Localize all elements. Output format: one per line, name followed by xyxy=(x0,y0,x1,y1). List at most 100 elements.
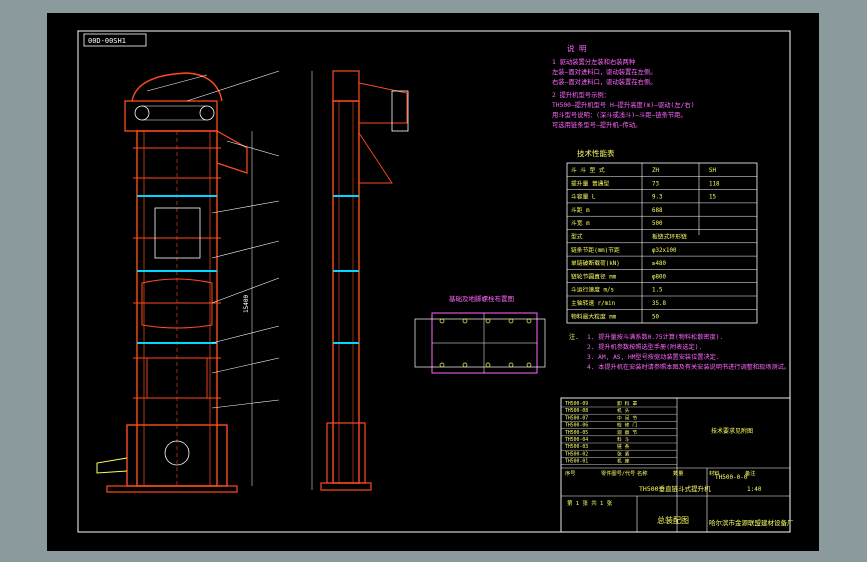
title-block-header: 零件图号/代号 xyxy=(601,469,635,477)
part-code: TH500-09 xyxy=(565,401,588,407)
detail-view-title: 基础及地脚螺栓布置图 xyxy=(449,294,514,303)
detail-view xyxy=(414,312,546,374)
part-name: 机 座 xyxy=(617,458,630,465)
remarks-line-3: 3. AM, AS, HM型号按驱动装置安装位置决定. xyxy=(587,353,720,361)
tech-table-cell: 链条节距(mm)节距 xyxy=(571,246,620,254)
code-box xyxy=(83,33,147,47)
notes-block: 说 明 1 驱动装置分左装和右装两种 左装—面对进料口，驱动装置在左侧。 右装—… xyxy=(552,43,695,129)
drawing-canvas[interactable]: 00D-00SH1 xyxy=(47,13,819,551)
side-view-bands xyxy=(333,195,359,344)
notes-title: 说 明 xyxy=(567,43,587,53)
tech-table-cell: 15 xyxy=(709,195,716,201)
anchor-bolt-icon xyxy=(526,362,532,368)
tech-table-title: 技术性能表 xyxy=(577,148,615,158)
tech-table-cell: φ800 xyxy=(652,274,666,280)
title-block-header: 名称 xyxy=(637,469,647,477)
front-view-elevator xyxy=(96,72,248,493)
anchor-bolt-icon xyxy=(508,362,514,368)
part-name: 卸 料 罩 xyxy=(617,400,637,407)
part-code: TH500-03 xyxy=(565,444,588,450)
anchor-bolt-icon xyxy=(439,318,445,324)
tech-table-cell: 斗宽 m xyxy=(571,219,590,227)
tech-table: 斗 斗 型 式 ZH SH 提升量 普通型 73 118 斗容量 L 9.3 15 斗距 m 688… xyxy=(566,162,758,324)
remarks-line-2: 2. 提升机参数按照选型手册(附表选定). xyxy=(587,343,702,351)
notes-line-7: 可选用链条型号—提升机—传动。 xyxy=(552,120,641,129)
tech-table-cell: 板链式环形链 xyxy=(652,233,687,241)
tech-table-cell: 1.5 xyxy=(652,288,663,294)
tech-table-cell: 型式 xyxy=(571,233,583,241)
anchor-bolt-icon xyxy=(508,318,514,324)
front-dimension-text: 15400 xyxy=(243,295,250,313)
tech-table-cell: 73 xyxy=(652,181,659,187)
anchor-bolt-icon xyxy=(439,362,445,368)
title-block-header: 备注 xyxy=(745,469,755,477)
tech-table-cell: 斗 斗 型 式 xyxy=(571,166,605,174)
part-code: TH500-04 xyxy=(565,437,588,443)
part-name: 中 间 节 xyxy=(617,414,637,421)
anchor-bolt-icon xyxy=(485,318,491,324)
anchor-bolt-icon xyxy=(526,318,532,324)
remarks-line-1: 1. 提升量按斗满系数0.75计算(物料松散密度). xyxy=(587,333,723,341)
part-name: 检 修 门 xyxy=(617,422,637,429)
tech-table-cell: 提升量 普通型 xyxy=(571,179,609,187)
sheet-label: 第 1 张 共 1 张 xyxy=(567,499,613,507)
anchor-bolt-icon xyxy=(462,362,468,368)
notes-line-6: 用斗型号说明：(深斗或浅斗)—斗距—链条节距。 xyxy=(552,110,687,119)
side-view-elevator xyxy=(320,70,409,491)
part-code: TH500-07 xyxy=(565,415,588,421)
part-name: 机 头 xyxy=(617,407,630,414)
front-view-bands xyxy=(137,195,217,344)
notes-line-2: 左装—面对进料口，驱动装置在左侧。 xyxy=(552,67,657,76)
part-name: 链 条 xyxy=(617,443,630,450)
tech-table-cell: φ32x100 xyxy=(652,248,677,254)
tech-table-cell: 688 xyxy=(652,208,663,214)
tech-table-cell: 物料最大粒度 mm xyxy=(571,312,617,320)
scale: 1:40 xyxy=(747,486,762,493)
right-note: 技术要求见附图 xyxy=(711,427,753,435)
tech-table-cell: 50 xyxy=(652,314,659,320)
remarks-line-4: 4. 本提升机在安装时请参照本图及有关安装说明书进行调整和现场测试。 xyxy=(587,363,790,371)
company-name: 哈尔滨市金源联盟建材设备厂 xyxy=(709,518,794,527)
title-block-header: 数量 xyxy=(673,469,683,477)
code-box-text: 00D-00SH1 xyxy=(88,37,126,45)
tech-table-cell: 单链破断载荷(kN) xyxy=(571,259,620,267)
remarks-label: 注. xyxy=(569,333,579,341)
anchor-bolt-icon xyxy=(485,362,491,368)
tech-table-cell: 500 xyxy=(652,221,663,227)
part-name: 料 斗 xyxy=(617,436,630,443)
part-name: 观 察 节 xyxy=(617,429,637,436)
leader-lines xyxy=(186,70,280,409)
title-block-header: 序号 xyxy=(565,469,575,477)
tech-table-cell: 主轴转速 r/min xyxy=(571,299,615,307)
tech-table-cell: 35.8 xyxy=(652,301,666,307)
tech-table-cell: SH xyxy=(709,168,716,174)
notes-line-4: 2 提升机型号示例： xyxy=(552,90,610,99)
part-code: TH500-02 xyxy=(565,451,588,457)
notes-line-5: TH500—提升机型号 H—提升高度(m)—驱动(左/右) xyxy=(552,100,695,109)
tech-table-cell: ZH xyxy=(652,168,659,174)
part-code: TH500-01 xyxy=(565,459,588,465)
drawing-border xyxy=(77,30,791,533)
tech-table-cell: 斗距 m xyxy=(571,207,590,214)
tech-table-cell: 链轮节圆直径 mm xyxy=(571,272,617,280)
tech-table-cell: 斗容量 L xyxy=(571,193,596,201)
drawing-number: TH500-0-0 xyxy=(715,474,748,481)
notes-line-3: 右装—面对进料口，驱动装置在右侧。 xyxy=(552,77,657,86)
title-block: TH500-09 卸 料 罩 TH500-08 机 头 TH500-07 中 间 节 TH5… xyxy=(560,397,794,533)
part-code: TH500-06 xyxy=(565,423,588,429)
anchor-bolt-icon xyxy=(462,318,468,324)
drawing-title: 总装配图 xyxy=(657,515,689,525)
tech-table-cell: ≥480 xyxy=(652,261,666,267)
part-name: 张 紧 xyxy=(617,450,630,457)
title-block-header: 材料 xyxy=(709,469,719,477)
remarks-block: 注. 1. 提升量按斗满系数0.75计算(物料松散密度). 2. 提升机参数按照… xyxy=(569,333,790,371)
part-code: TH500-05 xyxy=(565,430,588,436)
tech-table-cell: 118 xyxy=(709,181,720,187)
part-code: TH500-08 xyxy=(565,408,588,414)
product-name: TH500垂直链斗式提升机 xyxy=(639,484,711,493)
cad-drawing: 00D-00SH1 xyxy=(77,30,794,533)
tech-table-cell: 9.3 xyxy=(652,195,663,201)
tech-table-cell: 斗运行速度 m/s xyxy=(571,286,614,294)
notes-line-1: 1 驱动装置分左装和右装两种 xyxy=(552,57,635,66)
